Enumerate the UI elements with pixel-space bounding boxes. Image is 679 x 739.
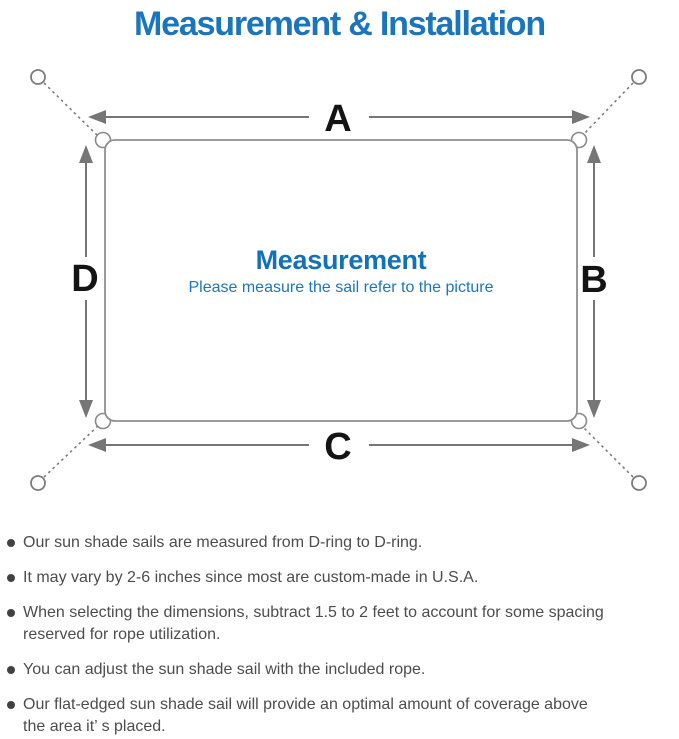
list-item: It may vary by 2-6 inches since most are…: [4, 567, 677, 589]
arrow-up-icon: [587, 145, 601, 163]
anchor-ring-bottom-left-icon: [30, 475, 46, 491]
bullet-icon: [7, 574, 15, 582]
bullet-icon: [7, 666, 15, 674]
arrow-left-icon: [88, 438, 106, 452]
note-text: You can adjust the sun shade sail with t…: [23, 661, 426, 678]
arrow-left-icon: [88, 110, 106, 124]
rope-dashed-line-bottom-right: [579, 423, 634, 478]
bullet-icon: [7, 609, 15, 617]
arrow-up-icon: [79, 145, 93, 163]
note-text: When selecting the dimensions, subtract …: [23, 604, 604, 643]
arrow-right-icon: [572, 438, 590, 452]
note-text: It may vary by 2-6 inches since most are…: [23, 569, 479, 586]
arrow-down-icon: [79, 400, 93, 418]
note-text: Our flat-edged sun shade sail will provi…: [23, 696, 588, 735]
sail-outline: [104, 139, 578, 422]
anchor-ring-top-left-icon: [30, 69, 46, 85]
bullet-icon: [7, 701, 15, 709]
dimension-label-c: C: [324, 426, 351, 468]
anchor-ring-top-right-icon: [631, 69, 647, 85]
rope-dashed-line-top-right: [579, 82, 634, 139]
list-item: You can adjust the sun shade sail with t…: [4, 659, 677, 681]
diagram-center-title: Measurement: [256, 245, 427, 275]
list-item: Our flat-edged sun shade sail will provi…: [4, 694, 677, 738]
dimension-label-d: D: [71, 258, 98, 300]
list-item: When selecting the dimensions, subtract …: [4, 602, 677, 646]
diagram-center-subtitle: Please measure the sail refer to the pic…: [188, 279, 493, 296]
bullet-icon: [7, 539, 15, 547]
note-text: Our sun shade sails are measured from D-…: [23, 534, 423, 551]
dimension-label-a: A: [324, 98, 351, 140]
notes-list: Our sun shade sails are measured from D-…: [0, 532, 679, 738]
dimension-label-b: B: [580, 259, 607, 301]
list-item: Our sun shade sails are measured from D-…: [4, 532, 677, 554]
arrow-right-icon: [572, 110, 590, 124]
anchor-ring-bottom-right-icon: [631, 475, 647, 491]
rope-dashed-line-bottom-left: [43, 423, 101, 478]
rope-dashed-line-top-left: [43, 82, 101, 139]
arrow-down-icon: [587, 400, 601, 418]
measurement-diagram: A C D B Measurement Please measure the s…: [0, 60, 679, 520]
page-title: Measurement & Installation: [134, 5, 546, 43]
